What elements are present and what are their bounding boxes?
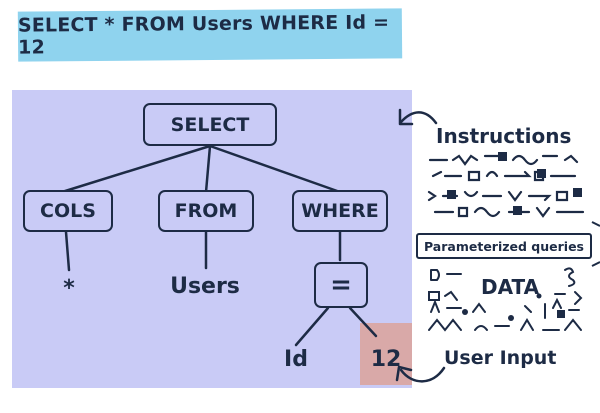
- parameterized-bracket: [591, 221, 600, 267]
- edge-select-where: [208, 144, 342, 194]
- value-leaf: 12: [370, 347, 402, 372]
- from-node: FROM: [158, 190, 254, 232]
- edge-cols-star: [64, 230, 71, 272]
- edge-equals-id: [294, 306, 330, 347]
- equals-node: =: [314, 262, 368, 308]
- cols-node: COLS: [23, 190, 113, 232]
- data-label: DATA: [481, 275, 540, 299]
- cols-node-label: COLS: [40, 200, 96, 222]
- edge-equals-value: [348, 306, 378, 338]
- id-leaf: Id: [284, 347, 308, 372]
- data-glyphs: DATA: [428, 267, 583, 332]
- user-input-arrow: [399, 366, 446, 383]
- parameterized-queries-box: Parameterized queries: [416, 233, 592, 259]
- instructions-label: Instructions: [436, 124, 572, 148]
- from-node-label: FROM: [174, 200, 238, 222]
- star-leaf: *: [63, 276, 75, 301]
- user-input-arrowhead: [395, 365, 413, 382]
- parameterized-queries-label: Parameterized queries: [423, 238, 584, 254]
- edge-select-cols: [60, 144, 212, 194]
- where-node: WHERE: [292, 190, 388, 232]
- instructions-arrow: [399, 111, 438, 125]
- instructions-glyphs: [427, 152, 585, 218]
- equals-node-label: =: [330, 270, 352, 300]
- select-node: SELECT: [143, 103, 277, 146]
- user-input-label: User Input: [444, 347, 557, 369]
- instructions-arrowhead: [398, 108, 414, 126]
- edge-select-from: [204, 144, 212, 194]
- users-leaf: Users: [170, 274, 240, 299]
- where-node-label: WHERE: [301, 200, 379, 222]
- select-node-label: SELECT: [170, 113, 250, 136]
